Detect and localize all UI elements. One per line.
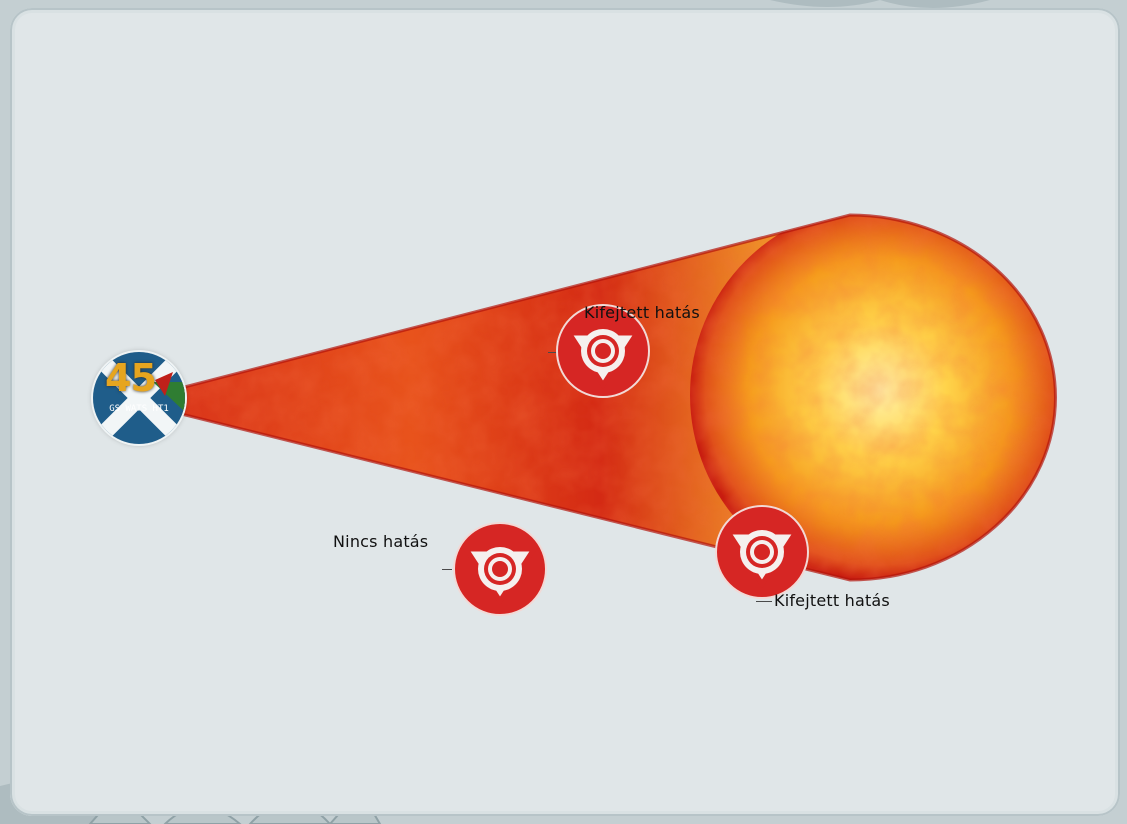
target-left-tick xyxy=(442,569,452,570)
target-right-tick xyxy=(756,601,772,602)
target-right[interactable] xyxy=(714,504,810,600)
target-left[interactable] xyxy=(452,521,548,617)
target-top-tick xyxy=(548,352,556,353)
shield-target-icon xyxy=(716,506,808,598)
caster-strip: GS WATS HT1 xyxy=(93,402,185,416)
target-right-label: Kifejtett hatás xyxy=(774,591,890,610)
caster-level: 45 xyxy=(105,356,156,400)
shield-target-icon xyxy=(454,523,546,615)
target-left-label: Nincs hatás xyxy=(333,532,428,551)
target-top-label: Kifejtett hatás xyxy=(584,303,700,322)
caster-portrait[interactable]: 45 GS WATS HT1 xyxy=(93,352,185,444)
